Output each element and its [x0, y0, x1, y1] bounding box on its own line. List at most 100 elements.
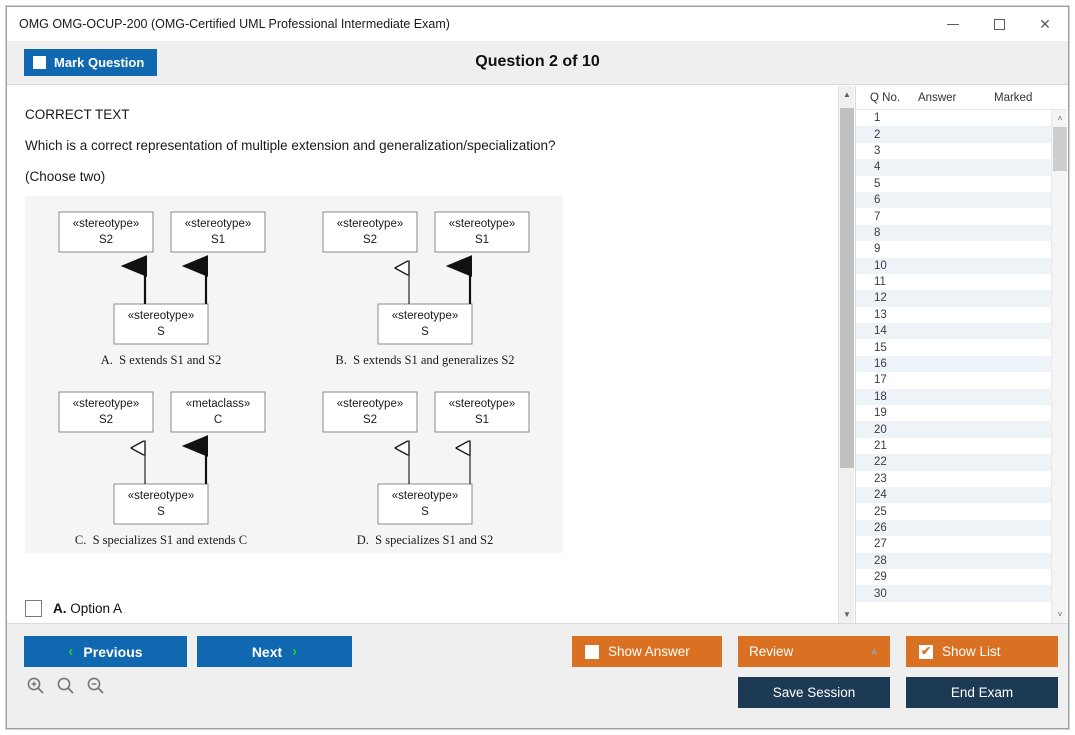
question-number: 26	[874, 521, 887, 534]
question-list-header: Q No. Answer Marked	[856, 86, 1067, 110]
uml-d-s2-name: S2	[363, 414, 377, 426]
question-list-row[interactable]: 3	[856, 143, 1051, 159]
question-list-row[interactable]: 4	[856, 159, 1051, 176]
question-list-row[interactable]: 19	[856, 405, 1051, 421]
next-button[interactable]: Next ›	[197, 636, 352, 667]
question-list-row[interactable]: 13	[856, 307, 1051, 323]
question-list-row[interactable]: 10	[856, 257, 1051, 274]
question-number: 27	[874, 538, 887, 551]
question-number: 23	[874, 472, 887, 485]
question-list-row[interactable]: 16	[856, 355, 1051, 373]
mark-question-button[interactable]: Mark Question	[24, 49, 158, 76]
question-list-row[interactable]: 20	[856, 421, 1051, 438]
zoom-in-icon[interactable]	[26, 676, 45, 695]
previous-button[interactable]: ‹ Previous	[24, 636, 187, 667]
uml-a-s1-name: S1	[211, 234, 225, 246]
zoom-reset-icon[interactable]	[56, 676, 75, 695]
question-instruction: (Choose two)	[25, 169, 106, 184]
minimize-button[interactable]	[930, 7, 976, 41]
zoom-out-icon[interactable]	[86, 676, 105, 695]
question-number: 10	[874, 259, 887, 272]
answer-option-a[interactable]: A. Option A	[25, 600, 122, 617]
question-list-row[interactable]: 8	[856, 224, 1051, 242]
question-list-row[interactable]: 28	[856, 552, 1051, 569]
uml-d-s-stereotype: «stereotype»	[392, 490, 459, 502]
uml-d-s-name: S	[421, 506, 429, 518]
question-list-row[interactable]: 29	[856, 569, 1051, 585]
uml-b-s-stereotype: «stereotype»	[392, 310, 459, 322]
review-dropdown[interactable]: Review ▲	[738, 636, 890, 667]
question-number: 8	[874, 226, 881, 239]
maximize-button[interactable]	[976, 7, 1022, 41]
show-list-button[interactable]: ✔ Show List	[906, 636, 1058, 667]
question-number: 2	[874, 128, 881, 141]
question-number: 28	[874, 554, 887, 567]
option-a-checkbox[interactable]	[25, 600, 42, 617]
uml-diagram-figure: «stereotype» S2 «stereotype» S1 «stereot…	[25, 196, 563, 553]
question-number: 15	[874, 341, 887, 354]
question-list-row[interactable]: 2	[856, 126, 1051, 143]
question-list-row[interactable]: 26	[856, 519, 1051, 537]
question-counter: Question 2 of 10	[475, 53, 600, 70]
question-list-row[interactable]: 18	[856, 388, 1051, 406]
list-scroll-up-icon[interactable]: ˄	[1057, 114, 1063, 123]
window-controls: ✕	[930, 7, 1068, 41]
uml-c-c-stereotype: «metaclass»	[186, 398, 251, 410]
question-number: 30	[874, 587, 887, 600]
zoom-controls	[26, 676, 105, 695]
question-list-row[interactable]: 5	[856, 176, 1051, 192]
question-number: 20	[874, 423, 887, 436]
question-list-row[interactable]: 23	[856, 471, 1051, 487]
question-list-scrollbar-thumb[interactable]	[1053, 127, 1067, 171]
column-header-q-no: Q No.	[870, 91, 901, 104]
question-number: 11	[874, 276, 886, 289]
show-answer-button[interactable]: Show Answer	[572, 636, 722, 667]
save-session-button[interactable]: Save Session	[738, 677, 890, 708]
option-a-letter: A.	[53, 601, 67, 616]
close-button[interactable]: ✕	[1022, 7, 1068, 41]
question-list-row[interactable]: 25	[856, 503, 1051, 519]
question-list-row[interactable]: 27	[856, 536, 1051, 552]
question-list-scrollbar[interactable]: ˄ ˅	[1051, 110, 1067, 623]
content-scroll-up-icon[interactable]: ▲	[843, 90, 851, 99]
end-exam-button[interactable]: End Exam	[906, 677, 1058, 708]
question-number: 19	[874, 407, 887, 420]
question-list-row[interactable]: 7	[856, 208, 1051, 224]
question-list-row[interactable]: 24	[856, 486, 1051, 504]
question-number: 7	[874, 210, 881, 223]
uml-a-s2-stereotype: «stereotype»	[73, 218, 140, 230]
uml-caption-a: A. S extends S1 and S2	[101, 353, 222, 367]
column-header-answer: Answer	[918, 91, 957, 104]
uml-b-s-name: S	[421, 326, 429, 338]
uml-c-c-name: C	[214, 414, 222, 426]
question-list-row[interactable]: 30	[856, 585, 1051, 602]
close-icon: ✕	[1039, 16, 1051, 32]
question-list-row[interactable]: 15	[856, 339, 1051, 355]
option-a-label: A. Option A	[53, 601, 122, 616]
question-number: 1	[874, 112, 881, 125]
question-number: 25	[874, 505, 887, 518]
question-list-row[interactable]: 9	[856, 241, 1051, 257]
content-scrollbar-thumb[interactable]	[840, 108, 854, 468]
question-number: 6	[874, 194, 881, 207]
content-scroll-down-icon[interactable]: ▼	[843, 610, 851, 619]
question-number: 22	[874, 456, 887, 469]
uml-b-s1-stereotype: «stereotype»	[449, 218, 516, 230]
previous-label: Previous	[83, 643, 143, 660]
question-list-row[interactable]: 22	[856, 454, 1051, 471]
list-scroll-down-icon[interactable]: ˅	[1057, 610, 1063, 619]
question-list-row[interactable]: 17	[856, 372, 1051, 388]
uml-d-s1-name: S1	[475, 414, 489, 426]
question-number: 4	[874, 161, 881, 174]
chevron-left-icon: ‹	[68, 643, 74, 660]
question-number: 14	[874, 325, 887, 338]
content-scrollbar[interactable]: ▲ ▼	[838, 86, 854, 623]
question-list-row[interactable]: 12	[856, 290, 1051, 307]
question-list-row[interactable]: 14	[856, 323, 1051, 340]
show-list-label: Show List	[942, 644, 1001, 659]
question-list-row[interactable]: 1	[856, 110, 1051, 126]
question-list-row[interactable]: 21	[856, 438, 1051, 454]
question-list-row[interactable]: 11	[856, 274, 1051, 290]
question-list-row[interactable]: 6	[856, 191, 1051, 209]
